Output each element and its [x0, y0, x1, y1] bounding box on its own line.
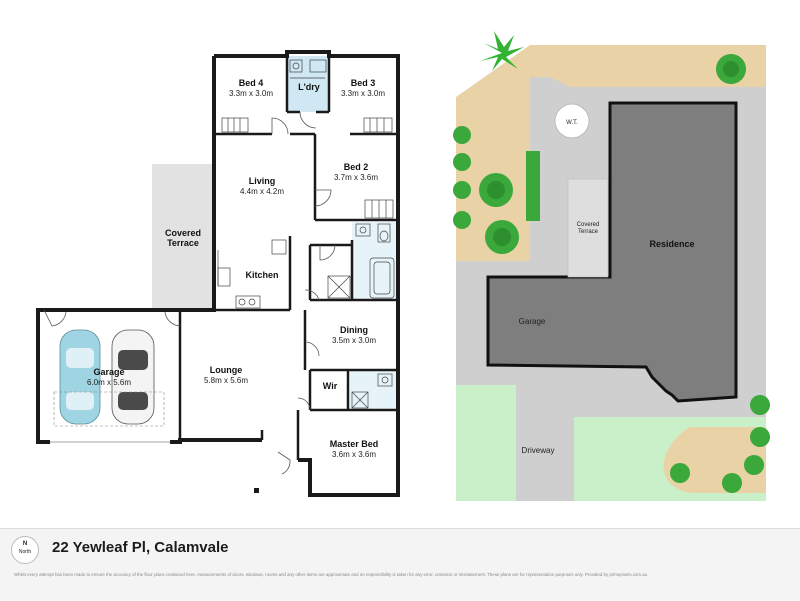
room-bed4: Bed 4 3.3m x 3.0m — [229, 78, 273, 98]
site-grass-left — [456, 385, 516, 501]
disclaimer: Whilst every attempt has been made to en… — [14, 572, 648, 577]
svg-text:Bed 4: Bed 4 — [239, 78, 264, 88]
svg-text:Dining: Dining — [340, 325, 368, 335]
room-wir: Wir — [323, 381, 338, 391]
plant-icons — [453, 31, 770, 493]
svg-text:3.3m x 3.0m: 3.3m x 3.0m — [341, 89, 385, 98]
svg-text:Terrace: Terrace — [167, 238, 199, 248]
svg-text:Living: Living — [249, 176, 276, 186]
svg-text:3.3m x 3.0m: 3.3m x 3.0m — [229, 89, 273, 98]
room-laundry: L'dry — [298, 82, 320, 92]
residence-footprint — [486, 101, 738, 403]
site-garage-label: Garage — [519, 317, 546, 326]
svg-text:Bed 3: Bed 3 — [351, 78, 376, 88]
water-tank — [554, 103, 590, 139]
svg-text:Bed 2: Bed 2 — [344, 162, 369, 172]
car-right-icon — [111, 329, 155, 425]
room-covered-terrace: Covered Terrace — [165, 228, 201, 248]
svg-text:Covered: Covered — [165, 228, 201, 238]
room-master-bed: Master Bed 3.6m x 3.6m — [330, 439, 379, 459]
garage-bay-outline — [53, 391, 165, 427]
site-driveway-label: Driveway — [522, 446, 555, 455]
svg-text:Lounge: Lounge — [210, 365, 243, 375]
covered-terrace-area — [152, 164, 214, 308]
room-kitchen: Kitchen — [245, 270, 278, 280]
compass-north-label: North — [18, 549, 32, 555]
svg-text:3.5m x 3.0m: 3.5m x 3.0m — [332, 336, 376, 345]
svg-text:Garage: Garage — [93, 367, 124, 377]
compass-n-label: N — [22, 541, 28, 547]
room-garage: Garage 6.0m x 5.6m — [87, 367, 131, 387]
fixtures — [217, 59, 395, 409]
svg-text:Covered: Covered — [577, 222, 600, 228]
property-address: 22 Yewleaf Pl, Calamvale — [52, 539, 229, 556]
svg-text:3.7m x 3.6m: 3.7m x 3.6m — [334, 173, 378, 182]
svg-text:3.6m x 3.6m: 3.6m x 3.6m — [332, 450, 376, 459]
car-left-icon — [59, 329, 101, 425]
door-swings — [43, 111, 336, 475]
ensuite-floor — [350, 370, 396, 410]
site-covered-terrace — [567, 178, 609, 278]
svg-text:5.8m x 5.6m: 5.8m x 5.6m — [204, 376, 248, 385]
inner-walls — [178, 56, 398, 460]
room-bed2: Bed 2 3.7m x 3.6m — [334, 162, 378, 182]
room-bed3: Bed 3 3.3m x 3.0m — [341, 78, 385, 98]
wardrobes — [221, 117, 394, 219]
compass-icon: N North — [11, 536, 39, 564]
svg-text:6.0m x 5.6m: 6.0m x 5.6m — [87, 378, 131, 387]
room-lounge: Lounge 5.8m x 5.6m — [204, 365, 248, 385]
floor-plan: Bed 4 3.3m x 3.0m L'dry Bed 3 3.3m x 3.0… — [36, 50, 400, 497]
svg-text:4.4m x 4.2m: 4.4m x 4.2m — [240, 187, 284, 196]
laundry-floor — [287, 56, 329, 112]
room-living: Living 4.4m x 4.2m — [240, 176, 284, 196]
svg-text:W.T.: W.T. — [566, 120, 578, 126]
footer — [0, 528, 800, 601]
site-residence-label: Residence — [649, 239, 694, 249]
site-plan: W.T. Covered Terrace Residence Garage Dr… — [453, 31, 770, 501]
svg-text:Master Bed: Master Bed — [330, 439, 379, 449]
room-dining: Dining 3.5m x 3.0m — [332, 325, 376, 345]
svg-text:Terrace: Terrace — [578, 229, 599, 235]
